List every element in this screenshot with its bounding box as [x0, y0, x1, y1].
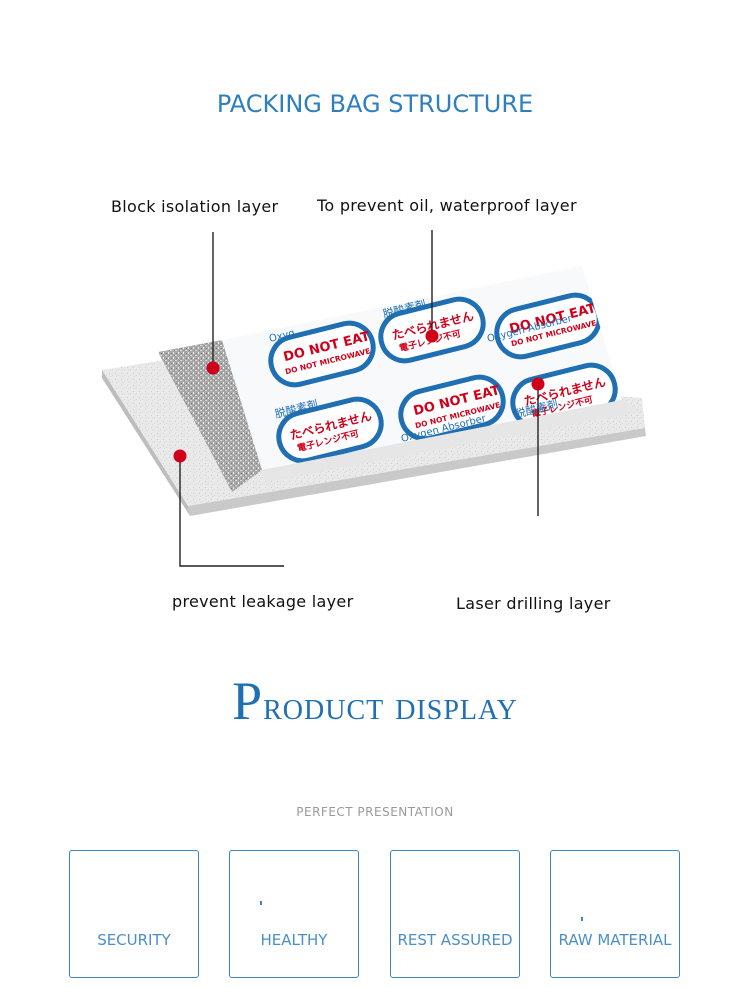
card-label: REST ASSURED — [397, 931, 513, 949]
feature-card-security: SECURITY — [69, 850, 199, 978]
card-mark — [581, 917, 583, 921]
card-mark — [260, 901, 262, 905]
marker-block — [206, 361, 220, 375]
label-block-isolation: Block isolation layer — [111, 197, 279, 216]
product-display-title: Product display — [0, 670, 750, 732]
pill-outline — [398, 374, 506, 442]
section-title: PACKING BAG STRUCTURE — [216, 90, 534, 118]
film-edge — [262, 400, 640, 482]
label-laser: Laser drilling layer — [456, 594, 611, 613]
pill-outline — [268, 320, 376, 388]
feature-card-raw-material: RAW MATERIAL — [550, 850, 680, 978]
label-leakage: prevent leakage layer — [172, 592, 354, 611]
marker-laser — [531, 377, 545, 391]
pill-outline — [276, 396, 384, 464]
title-initial: P — [232, 671, 264, 731]
feature-card-healthy: HEALTHY — [229, 850, 359, 978]
callout-line-leakage — [179, 456, 284, 567]
feature-card-rest-assured: REST ASSURED — [390, 850, 520, 978]
block-isolation-layer — [158, 340, 262, 492]
label-waterproof: To prevent oil, waterproof layer — [317, 196, 577, 215]
card-label: SECURITY — [97, 931, 171, 949]
card-label: RAW MATERIAL — [558, 931, 672, 949]
subtitle: PERFECT PRESENTATION — [296, 805, 454, 819]
title-rest: roduct display — [263, 683, 518, 728]
leakage-layer-edge — [188, 428, 646, 516]
card-label: HEALTHY — [260, 931, 328, 949]
marker-waterproof — [425, 329, 439, 343]
leakage-layer-side — [102, 370, 190, 516]
marker-leakage — [173, 449, 187, 463]
